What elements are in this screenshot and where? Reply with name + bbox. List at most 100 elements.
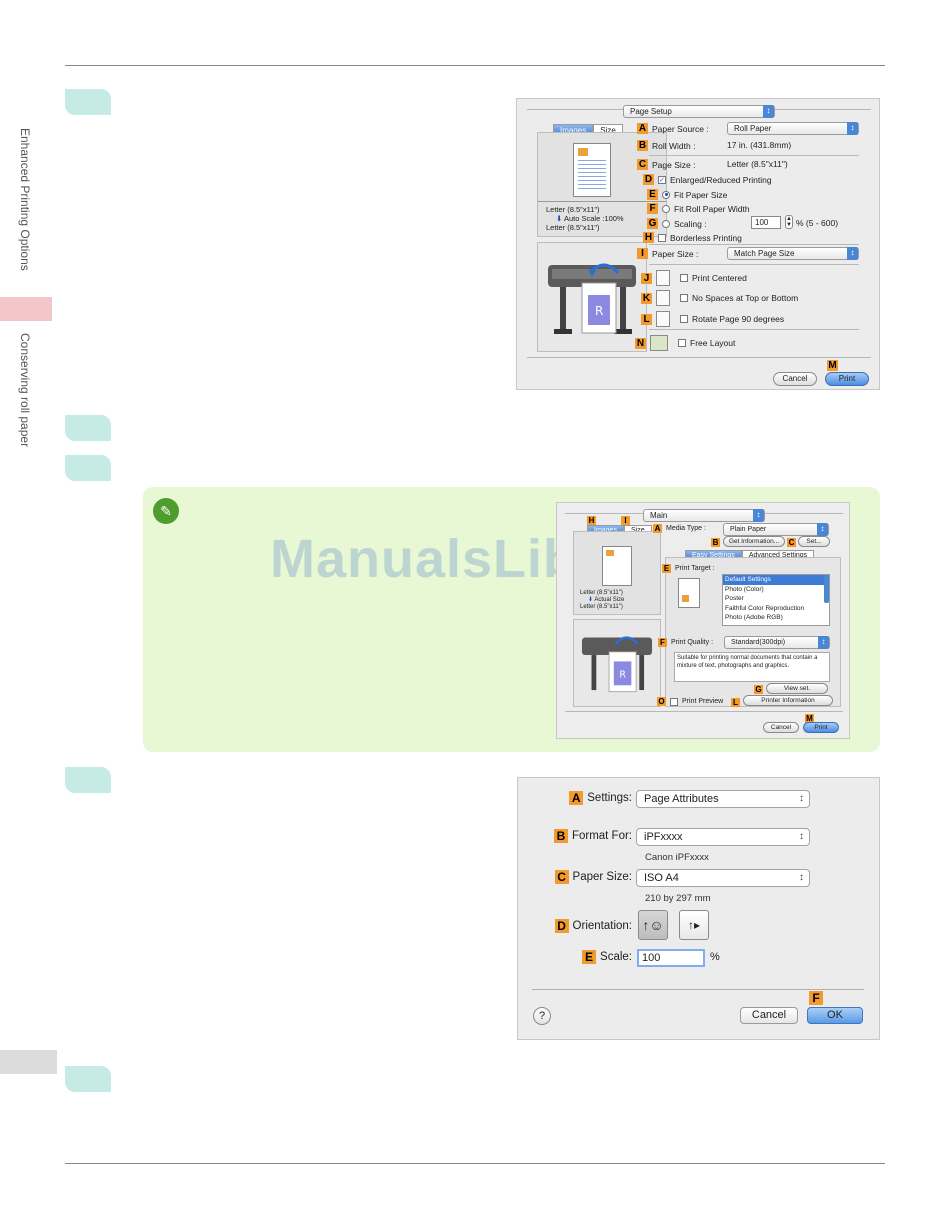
scaling-radio[interactable] [662,219,670,228]
svg-text:R: R [619,669,626,680]
row-borderless[interactable]: H Borderless Printing [643,232,742,243]
marker-a: A [569,791,584,805]
divider [649,155,859,156]
preview-pane: Letter (8.5"x11") ⬇ Auto Scale :100% Let… [537,132,667,237]
output-paper-size-select[interactable]: Match Page Size [727,247,859,260]
list-item[interactable]: Photo (Adobe RGB) [725,614,783,621]
paper-size-select[interactable]: ISO A4 [636,869,810,887]
scaling-stepper[interactable]: ▲▼ [785,215,793,229]
marker-c: C [787,538,796,547]
cancel-button[interactable]: Cancel [763,722,799,733]
list-item[interactable]: Faithful Color Reproduction [725,604,805,612]
marker-i: I [637,248,648,259]
scale-input[interactable]: 100 [637,949,705,967]
preview-output-size: Letter (8.5"x11") [546,223,600,232]
main-settings-dialog: Main H I Images Size Letter (8.5"x11") ⬇… [556,502,850,739]
rotate-page-label: Rotate Page 90 degrees [692,314,785,324]
borderless-label: Borderless Printing [670,232,742,243]
no-spaces-checkbox[interactable] [680,294,688,302]
sidebar-label-conserving: Conserving roll paper [18,333,32,448]
print-button[interactable]: Print [825,372,869,386]
step-badge-4 [65,767,111,793]
sidebar-section-conserving: Conserving roll paper [0,325,52,475]
ok-button[interactable]: OK [807,1007,863,1024]
enlarged-reduced-checkbox[interactable]: ✓ [658,175,666,184]
divider [565,711,843,712]
format-for-select[interactable]: iPFxxxx [636,828,810,846]
page-setup-popup[interactable]: Page Setup [623,105,775,118]
print-centered-checkbox[interactable] [680,274,688,282]
scaling-input[interactable]: 100 [751,216,781,229]
free-layout-checkbox[interactable] [678,339,686,347]
marker-g: G [754,685,763,694]
row-enlarged-reduced[interactable]: D✓Enlarged/Reduced Printing [643,174,772,185]
list-item[interactable]: Poster [725,595,744,602]
list-item[interactable]: Default Settings [723,575,829,585]
sidebar-section-enhanced: Enhanced Printing Options [0,90,52,295]
preview-scale-row: ⬇ Auto Scale :100% [546,214,624,223]
media-type-select[interactable]: Plain Paper [723,523,829,536]
target-image-icon [682,595,689,602]
portrait-icon: ↑☺ [642,917,664,933]
paper-size-label: Paper Size: [572,871,632,883]
print-target-icon [678,578,700,608]
fit-paper-size-radio[interactable] [662,190,670,199]
row-print-quality: F Print Quality : [658,638,713,647]
page-thumbnail [573,143,611,197]
divider [527,357,871,358]
print-quality-label: Print Quality : [671,639,714,646]
step-badge-1 [65,89,111,115]
view-set-button[interactable]: View set. [766,683,828,694]
cancel-button[interactable]: Cancel [740,1007,798,1024]
list-scrollbar[interactable] [824,575,829,603]
portrait-orientation-button[interactable]: ↑☺ [638,910,668,940]
settings-label: Settings: [587,792,632,804]
print-target-label: Print Target : [675,565,715,572]
print-target-list[interactable]: Default Settings Photo (Color) Poster Fa… [722,574,830,626]
print-button[interactable]: Print [803,722,839,733]
print-centered-label: Print Centered [692,273,747,283]
marker-c: C [637,159,648,170]
help-button[interactable]: ? [533,1007,551,1025]
print-preview-checkbox[interactable] [670,697,678,706]
list-item[interactable]: Photo (Color) [725,585,764,593]
cancel-button[interactable]: Cancel [773,372,817,386]
page-size-value: Letter (8.5"x11") [727,159,788,169]
scale-unit: % [710,951,720,963]
marker-o: O [657,697,666,706]
settings-select[interactable]: Page Attributes [636,790,810,808]
marker-f: F [809,991,823,1005]
preview-scale: Auto Scale :100% [563,214,624,223]
preview-scale-row: ⬇ Actual Size [580,597,624,604]
marker-f: F [658,638,667,647]
rotate-page-checkbox[interactable] [680,315,688,323]
fit-roll-width-radio[interactable] [662,204,670,213]
get-information-button[interactable]: Get Information... [723,536,785,547]
marker-h: H [643,232,654,243]
borderless-checkbox[interactable] [658,233,666,242]
sidebar-page-tab [0,1050,57,1074]
step-badge-2 [65,415,111,441]
print-quality-select[interactable]: Standard(300dpi) [724,636,830,649]
main-popup[interactable]: Main [643,509,765,522]
preview-source-size: Letter (8.5"x11") [546,205,600,214]
set-button[interactable]: Set... [798,536,830,547]
marker-m: M [805,714,814,723]
printer-information-button[interactable]: Printer Information [743,695,833,706]
paper-source-select[interactable]: Roll Paper [727,122,859,135]
paper-size-subtitle: 210 by 297 mm [645,893,711,904]
landscape-orientation-button[interactable]: ↑▸ [679,910,709,940]
marker-l: L [731,698,740,707]
